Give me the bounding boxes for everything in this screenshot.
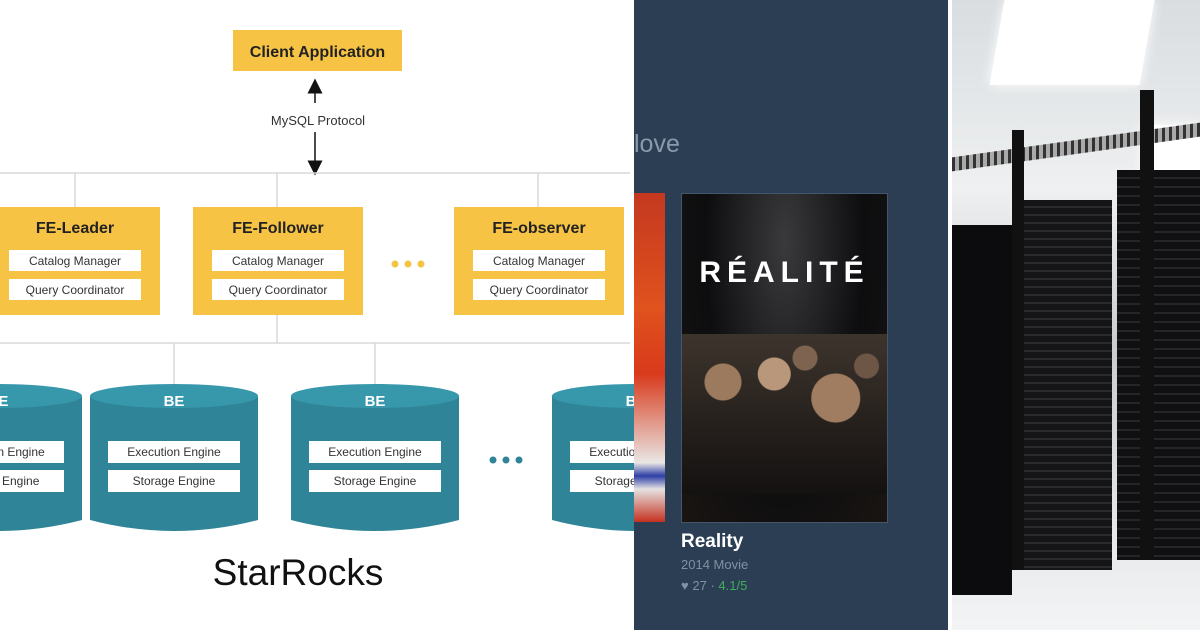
storage-engine: Storage Engine [334,474,417,488]
movie-panel: love RÉALITÉ Reality 2014 Movie ♥ 27 · 4… [634,0,948,630]
starrocks-caption: StarRocks [213,552,384,593]
catalog-manager: Catalog Manager [29,254,121,268]
be-item-box [0,470,64,492]
storage-engine: Storage Engine [0,474,40,488]
movie-subtitle: 2014 Movie [681,557,749,572]
query-coordinator: Query Coordinator [26,283,125,297]
be-label: BE [626,393,634,410]
heart-icon[interactable]: ♥ [681,578,689,593]
storage-engine: Storage Engine [595,474,634,488]
be-item-box [0,441,64,463]
fe-node-observer: FE-observer Catalog Manager Query Coordi… [454,207,624,315]
be-cylinder-top [90,384,258,408]
be-item-box [108,470,240,492]
server-room-photo [952,0,1200,630]
likes-count: 27 [692,578,707,593]
poster-title: RÉALITÉ [699,256,870,289]
fe-title: FE-observer [492,220,585,237]
server-rack [952,225,1012,595]
ceiling-light [989,0,1155,85]
storage-engine: Storage Engine [133,474,216,488]
movie-poster[interactable]: RÉALITÉ [681,193,888,523]
movie-title[interactable]: Reality [681,531,744,552]
server-rack [1017,200,1112,570]
section-heading-partial: love [634,130,680,158]
query-coordinator: Query Coordinator [490,283,589,297]
fe-title: FE-Follower [232,220,324,237]
fe-title: FE-Leader [36,220,114,237]
poster-image [682,334,887,494]
fe-ellipsis [391,260,425,268]
be-item-box [108,441,240,463]
protocol-label: MySQL Protocol [271,113,365,128]
rating: 4.1/5 [718,578,748,593]
diagram-svg: Client Application MySQL Protocol FE-Lea… [0,30,720,593]
starrocks-architecture-diagram: Client Application MySQL Protocol FE-Lea… [0,30,720,593]
be-cylinder-body [552,396,720,531]
be-cylinder-body [90,396,258,531]
query-coordinator: Query Coordinator [229,283,328,297]
rack-frame [1140,90,1154,560]
execution-engine: Execution Engine [589,445,634,459]
client-application-label: Client Application [250,44,385,61]
client-application-box [233,30,402,71]
movie-stats: ♥ 27 · 4.1/5 [681,578,747,593]
be-ellipsis [489,456,523,464]
execution-engine: Execution Engine [0,445,45,459]
be-label: BE [164,393,185,410]
be-item-box [309,441,441,463]
separator: · [710,578,715,593]
be-cylinder-top [0,384,82,408]
be-label: BE [0,393,8,410]
execution-engine: Execution Engine [127,445,221,459]
catalog-manager: Catalog Manager [232,254,324,268]
execution-engine: Execution Engine [328,445,422,459]
be-cylinder-body [291,396,459,531]
be-cylinder-body [0,396,82,531]
fe-node-follower: FE-Follower Catalog Manager Query Coordi… [193,207,363,315]
fe-node-leader: FE-Leader Catalog Manager Query Coordina… [0,207,160,315]
catalog-manager: Catalog Manager [493,254,585,268]
rack-frame [1012,130,1024,570]
fe-connectors [0,172,630,390]
be-cylinder-top [291,384,459,408]
be-item-box [309,470,441,492]
be-label: BE [365,393,386,410]
previous-movie-poster[interactable] [634,193,665,522]
server-rack [1117,170,1200,560]
